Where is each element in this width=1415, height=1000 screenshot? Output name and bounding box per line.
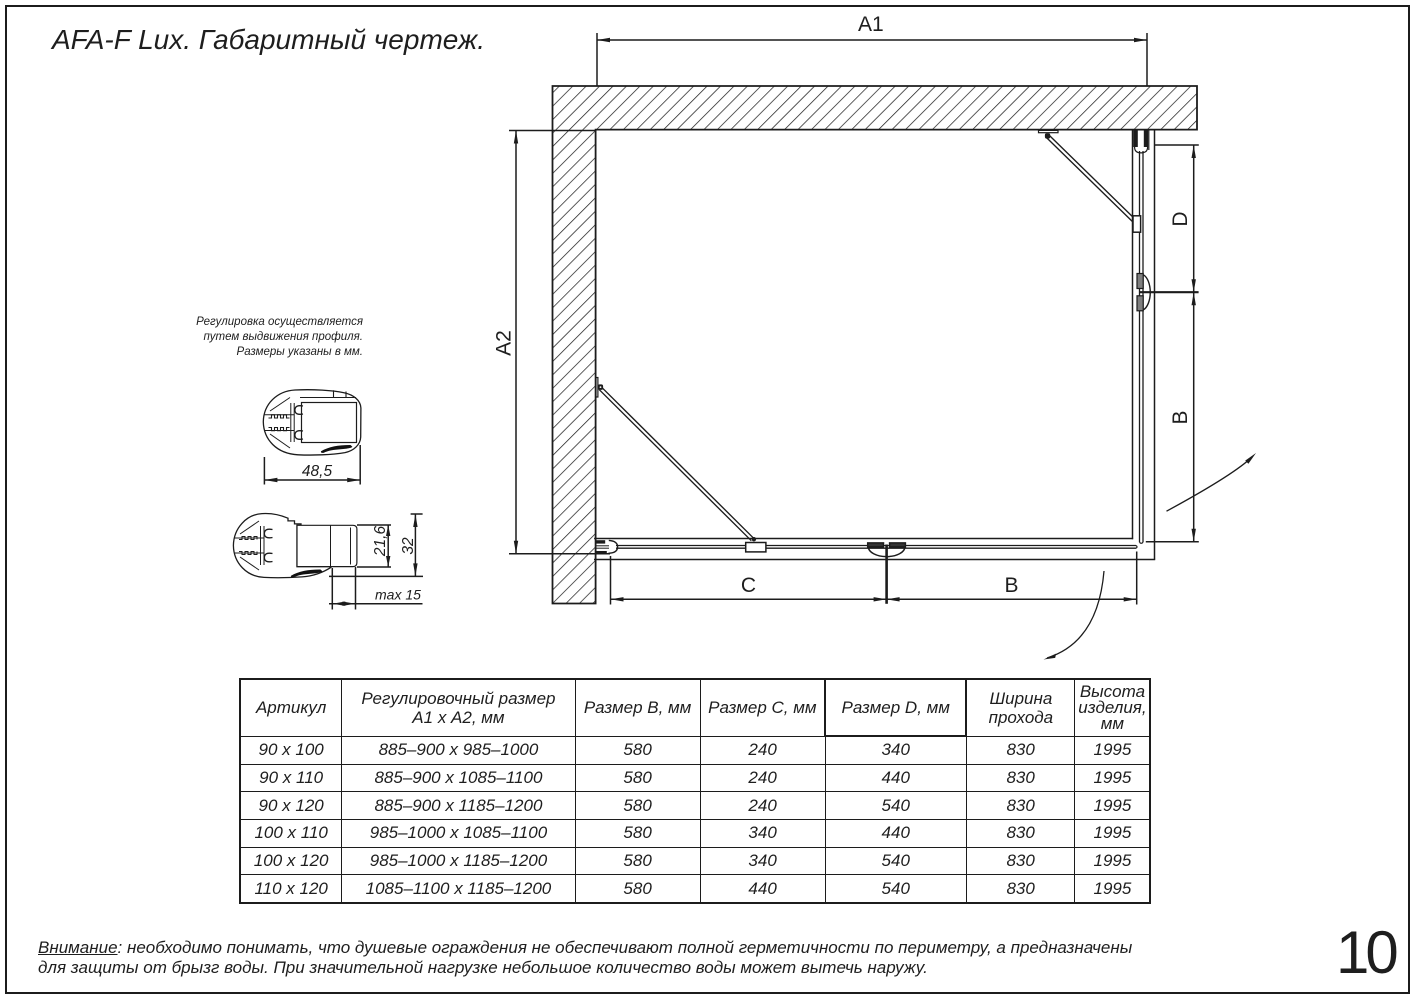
svg-text:C: C [741, 574, 756, 597]
svg-text:48,5: 48,5 [302, 463, 333, 480]
svg-text:21,6: 21,6 [372, 526, 389, 558]
svg-text:max 15: max 15 [375, 587, 421, 603]
svg-text:B: B [1169, 410, 1192, 424]
svg-text:B: B [1004, 574, 1018, 597]
svg-text:A1: A1 [858, 13, 884, 36]
svg-text:D: D [1169, 211, 1192, 226]
svg-text:A2: A2 [493, 330, 516, 356]
svg-text:32: 32 [400, 537, 417, 555]
